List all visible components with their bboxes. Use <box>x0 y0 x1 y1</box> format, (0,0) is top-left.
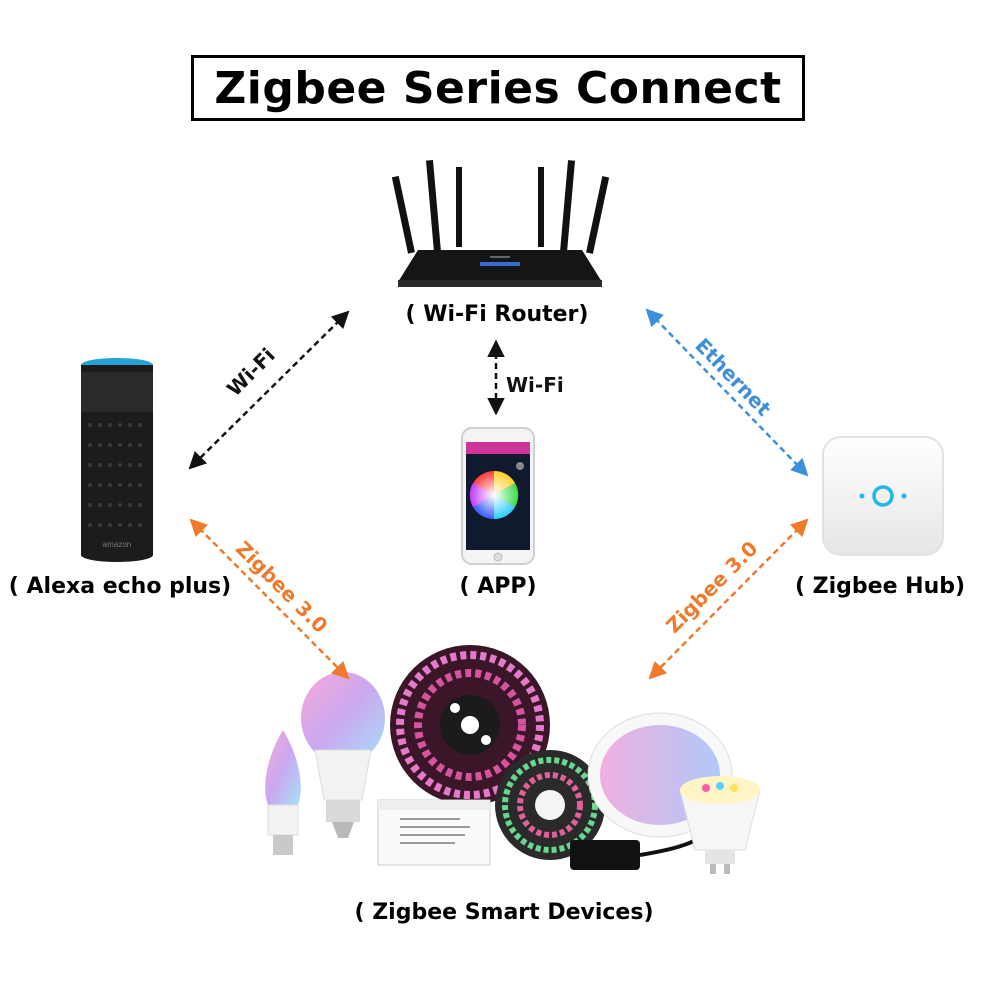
alexa-speaker-icon: amazon <box>81 358 153 562</box>
ethernet-link <box>645 308 809 477</box>
wifi-center-label: Wi-Fi <box>506 373 564 397</box>
router-label: ( Wi-Fi Router) <box>405 302 589 327</box>
smartphone-app-icon <box>461 427 535 565</box>
devices-label: ( Zigbee Smart Devices) <box>354 900 654 925</box>
title-box: Zigbee Series Connect <box>191 55 805 121</box>
app-label: ( APP) <box>459 574 537 599</box>
router-icon <box>391 160 610 287</box>
alexa-label: ( Alexa echo plus) <box>8 574 232 599</box>
wifi-link-left <box>188 310 350 470</box>
alexa-brand-text: amazon <box>103 540 131 549</box>
zigbee-link-left <box>189 518 350 680</box>
zigbee-link-right <box>648 518 809 680</box>
smart-devices-icon <box>265 645 761 874</box>
diagram-title: Zigbee Series Connect <box>214 62 782 114</box>
hub-label: ( Zigbee Hub) <box>794 574 966 599</box>
zigbee-hub-icon <box>822 436 944 556</box>
